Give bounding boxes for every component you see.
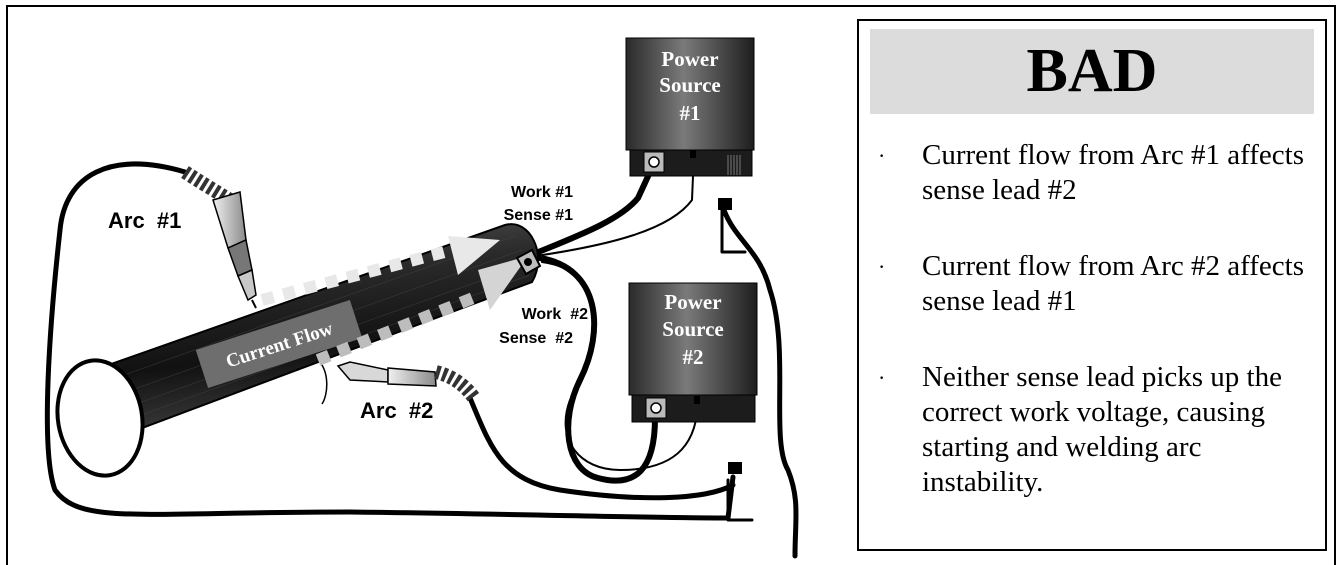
- ps2-label-line1: Power: [664, 290, 721, 314]
- bullet-dot-icon: ·: [878, 254, 886, 279]
- bullet-text: Current flow from Arc #2 affects sense l…: [922, 250, 1304, 317]
- current-flow-arrows: [260, 236, 528, 366]
- arrow-head-1: [448, 236, 500, 275]
- bullet-dot-icon: ·: [878, 365, 886, 390]
- panel-title: BAD: [870, 29, 1314, 114]
- sense2-lead: [541, 261, 699, 471]
- work1-label: Work #1: [511, 184, 573, 201]
- ps1-label-line2: Source: [659, 73, 720, 97]
- work1-lead: [533, 169, 653, 256]
- arc2-torch: [336, 361, 480, 403]
- sense2-label: Sense #2: [499, 330, 573, 347]
- arc1-torch-feed-to-ps1: [721, 207, 799, 559]
- arc2-torch-cable: [467, 395, 736, 501]
- arc1-label: Arc #1: [108, 208, 181, 233]
- ps1-label-line3: #1: [680, 101, 701, 125]
- current-flow-plate: [195, 299, 363, 389]
- bullet-list: · Current flow from Arc #1 affects sense…: [859, 138, 1325, 500]
- arrow-head-2: [478, 256, 528, 310]
- welding-setup-diagram: Current Flow Po: [44, 37, 799, 559]
- ps2-label-line2: Source: [662, 317, 723, 341]
- ps1-return: [720, 198, 747, 254]
- work-clamp: [515, 248, 542, 276]
- sense1-lead: [535, 151, 695, 257]
- ps1-label-line1: Power: [661, 47, 718, 71]
- ps2-return: [726, 478, 754, 522]
- work2-label: Work #2: [522, 306, 589, 323]
- pipe-end: [55, 358, 145, 478]
- power-source-2: Power Source #2: [628, 282, 758, 474]
- bullet-item: · Current flow from Arc #2 affects sense…: [859, 249, 1325, 319]
- assessment-panel: BAD · Current flow from Arc #1 affects s…: [857, 19, 1327, 551]
- bullet-item: · Current flow from Arc #1 affects sense…: [859, 138, 1325, 208]
- arc1-torch-cable: [44, 161, 736, 521]
- arc2-label: Arc #2: [360, 398, 433, 423]
- ps1-top: [625, 37, 755, 151]
- power-source-1: Power Source #1: [625, 37, 755, 210]
- pipe-rim: [317, 359, 328, 405]
- work2-lead: [537, 255, 658, 484]
- arc1-torch: [181, 166, 257, 309]
- ps2-label-line3: #2: [683, 345, 704, 369]
- sense1-label: Sense #1: [504, 207, 573, 224]
- figure-frame: [6, 5, 1336, 565]
- bullet-item: · Neither sense lead picks up the correc…: [859, 360, 1325, 500]
- ps2-top: [628, 282, 758, 396]
- bullet-dot-icon: ·: [878, 143, 886, 168]
- cables: [44, 151, 799, 559]
- bullet-text: Current flow from Arc #1 affects sense l…: [922, 139, 1304, 206]
- bullet-text: Neither sense lead picks up the correct …: [922, 361, 1282, 498]
- workpiece-pipe: Current Flow: [55, 223, 539, 478]
